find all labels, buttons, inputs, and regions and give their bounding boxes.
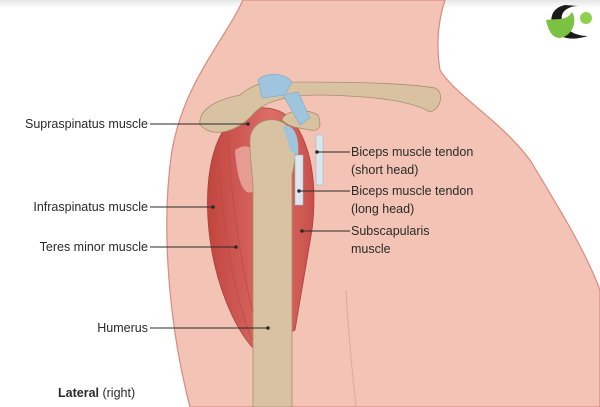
caption-rest: (right) xyxy=(99,386,136,400)
logo-icon xyxy=(546,5,592,39)
tendon xyxy=(283,125,299,155)
label-infraspinatus: Infraspinatus muscle xyxy=(33,200,148,214)
view-caption: Lateral (right) xyxy=(58,386,135,401)
clavicle-acromion xyxy=(199,80,441,133)
arm-crease xyxy=(345,289,357,407)
label-line-1: Biceps muscle tendon xyxy=(351,184,474,198)
label-humerus: Humerus xyxy=(97,321,148,335)
label-biceps-long: Biceps muscle tendon (long head) xyxy=(351,184,473,217)
label-line-1: Subscapularis xyxy=(351,224,430,238)
label-subscapularis: Subscapularis muscle xyxy=(351,224,430,257)
ligament xyxy=(257,73,293,99)
leader-dots xyxy=(211,122,319,330)
label-line-2: (short head) xyxy=(351,163,419,177)
caption-bold: Lateral xyxy=(58,386,99,400)
label-teres-minor: Teres minor muscle xyxy=(39,240,148,254)
coracoclavicular-ligament xyxy=(282,91,311,126)
biceps-long-head-tendon xyxy=(294,154,304,206)
label-supraspinatus: Supraspinatus muscle xyxy=(25,117,148,131)
label-line-2: muscle xyxy=(351,242,391,256)
leader-lines xyxy=(150,123,350,329)
label-biceps-short: Biceps muscle tendon (short head) xyxy=(351,145,473,178)
humerus-bone xyxy=(249,119,296,407)
biceps-short-head-tendon xyxy=(315,134,324,186)
label-line-2: (long head) xyxy=(351,202,415,216)
label-line-1: Biceps muscle tendon xyxy=(351,145,474,159)
